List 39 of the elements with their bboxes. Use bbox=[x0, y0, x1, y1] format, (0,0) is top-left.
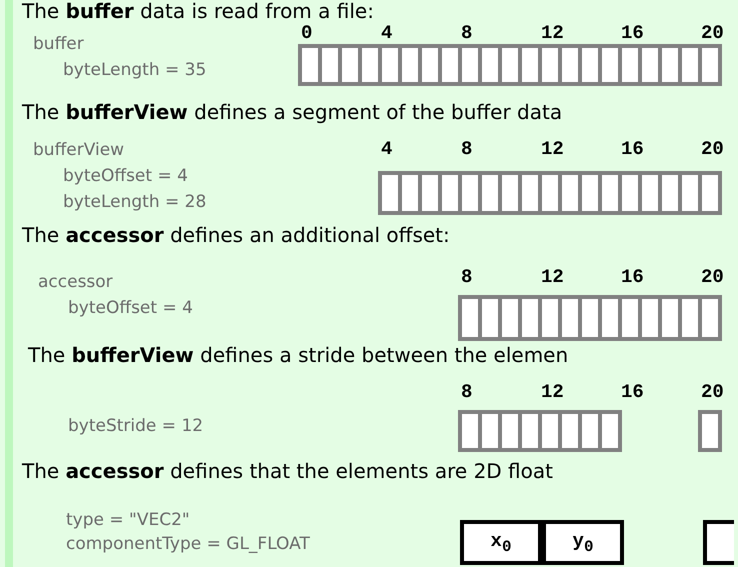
property-text: bufferView bbox=[33, 140, 124, 160]
byte-offset-number: 4 bbox=[381, 138, 392, 160]
byte-offset-number: 0 bbox=[301, 22, 312, 44]
component-box bbox=[542, 520, 624, 565]
byte-offset-number: 20 bbox=[701, 266, 724, 288]
sentence: The buffer data is read from a file: bbox=[22, 0, 374, 23]
property-text: byteStride = 12 bbox=[68, 416, 204, 436]
sentence: The bufferView defines a segment of the buffer data bbox=[22, 100, 562, 124]
byte-offset-number: 12 bbox=[541, 22, 564, 44]
byte-offset-number: 12 bbox=[541, 266, 564, 288]
byte-offset-number: 16 bbox=[621, 266, 644, 288]
sentence: The accessor defines that the elements are 2D float bbox=[22, 459, 553, 483]
byte-offset-number: 16 bbox=[621, 381, 644, 403]
byte-offset-number: 16 bbox=[621, 138, 644, 160]
component-box bbox=[460, 520, 542, 565]
property-text: type = "VEC2" bbox=[66, 510, 190, 530]
property-text: byteOffset = 4 bbox=[68, 298, 193, 318]
byte-offset-number: 8 bbox=[461, 381, 472, 403]
sentence: The bufferView defines a stride between the elemen bbox=[28, 343, 568, 367]
byte-offset-number: 20 bbox=[701, 138, 724, 160]
byte-offset-number: 8 bbox=[461, 22, 472, 44]
property-text: byteLength = 28 bbox=[63, 192, 206, 212]
component-name: x$_{0}$ bbox=[490, 530, 512, 556]
property-text: buffer bbox=[33, 34, 84, 54]
byte-offset-number: 8 bbox=[461, 138, 472, 160]
byte-offset-number: 20 bbox=[701, 22, 724, 44]
byte-offset-number: 16 bbox=[621, 22, 644, 44]
byte-offset-number: 8 bbox=[461, 266, 472, 288]
property-text: byteOffset = 4 bbox=[63, 166, 188, 186]
sentence: The accessor defines an additional offset: bbox=[22, 223, 450, 247]
empty-box bbox=[703, 520, 734, 565]
property-text: byteLength = 35 bbox=[63, 60, 206, 80]
component-name: y$_{0}$ bbox=[572, 530, 594, 556]
byte-offset-number: 12 bbox=[541, 138, 564, 160]
byte-offset-number: 4 bbox=[381, 22, 392, 44]
byte-offset-number: 20 bbox=[701, 381, 724, 403]
property-text: accessor bbox=[38, 272, 113, 292]
property-text: componentType = GL_FLOAT bbox=[66, 534, 310, 554]
byte-offset-number: 12 bbox=[541, 381, 564, 403]
